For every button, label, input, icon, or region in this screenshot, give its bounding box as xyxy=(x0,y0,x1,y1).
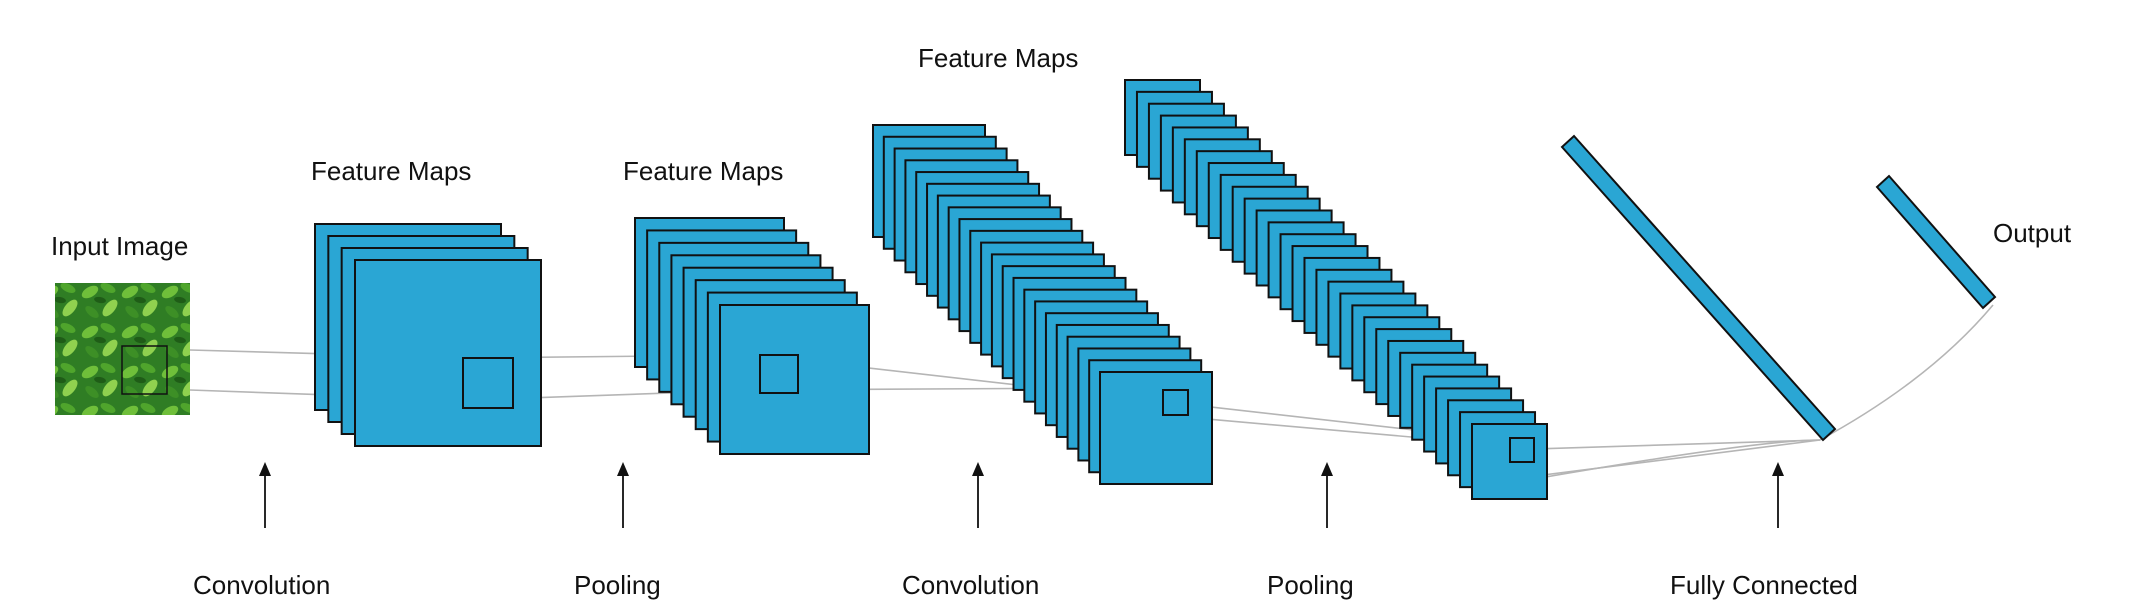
feature-maps-label-3: Feature Maps xyxy=(918,43,1079,73)
step-pooling-2: Pooling xyxy=(1267,570,1354,600)
step-fully-connected: Fully Connected xyxy=(1670,570,1858,600)
feature-maps-stack-3 xyxy=(872,124,1213,485)
fully-connected-layers xyxy=(1560,134,1997,442)
feature-maps-stack-2 xyxy=(634,217,870,455)
step-convolution-1: Convolution xyxy=(193,570,331,600)
up-arrow-icon xyxy=(1772,462,1784,476)
output-bar xyxy=(1875,174,1997,310)
up-arrow-icon xyxy=(972,462,984,476)
connector-line xyxy=(1539,439,1821,479)
up-arrow-icon xyxy=(259,462,271,476)
connector-line xyxy=(1519,439,1821,479)
kernel-box xyxy=(759,354,799,394)
kernel-box xyxy=(1509,437,1535,463)
step-pooling-1: Pooling xyxy=(574,570,661,600)
up-arrow-icon xyxy=(1321,462,1333,476)
up-arrow-icon xyxy=(617,462,629,476)
feature-maps-label-1: Feature Maps xyxy=(311,156,472,186)
connector-line xyxy=(1819,304,1994,441)
kernel-box xyxy=(1162,389,1189,416)
feature-maps-stack-1 xyxy=(314,223,542,447)
feature-map xyxy=(1099,371,1213,485)
fully-connected-bar xyxy=(1560,134,1837,442)
connector-line xyxy=(1501,439,1821,451)
feature-maps-stack-4 xyxy=(1124,79,1548,500)
step-arrows xyxy=(259,462,1784,528)
step-convolution-2: Convolution xyxy=(902,570,1040,600)
input-image-label: Input Image xyxy=(51,231,189,261)
output-label: Output xyxy=(1993,218,2072,248)
kernel-boxes xyxy=(121,345,1535,463)
kernel-box xyxy=(121,345,168,395)
feature-maps-label-2: Feature Maps xyxy=(623,156,784,186)
kernel-box xyxy=(462,357,514,409)
feature-map xyxy=(354,259,542,447)
feature-map xyxy=(719,304,870,455)
